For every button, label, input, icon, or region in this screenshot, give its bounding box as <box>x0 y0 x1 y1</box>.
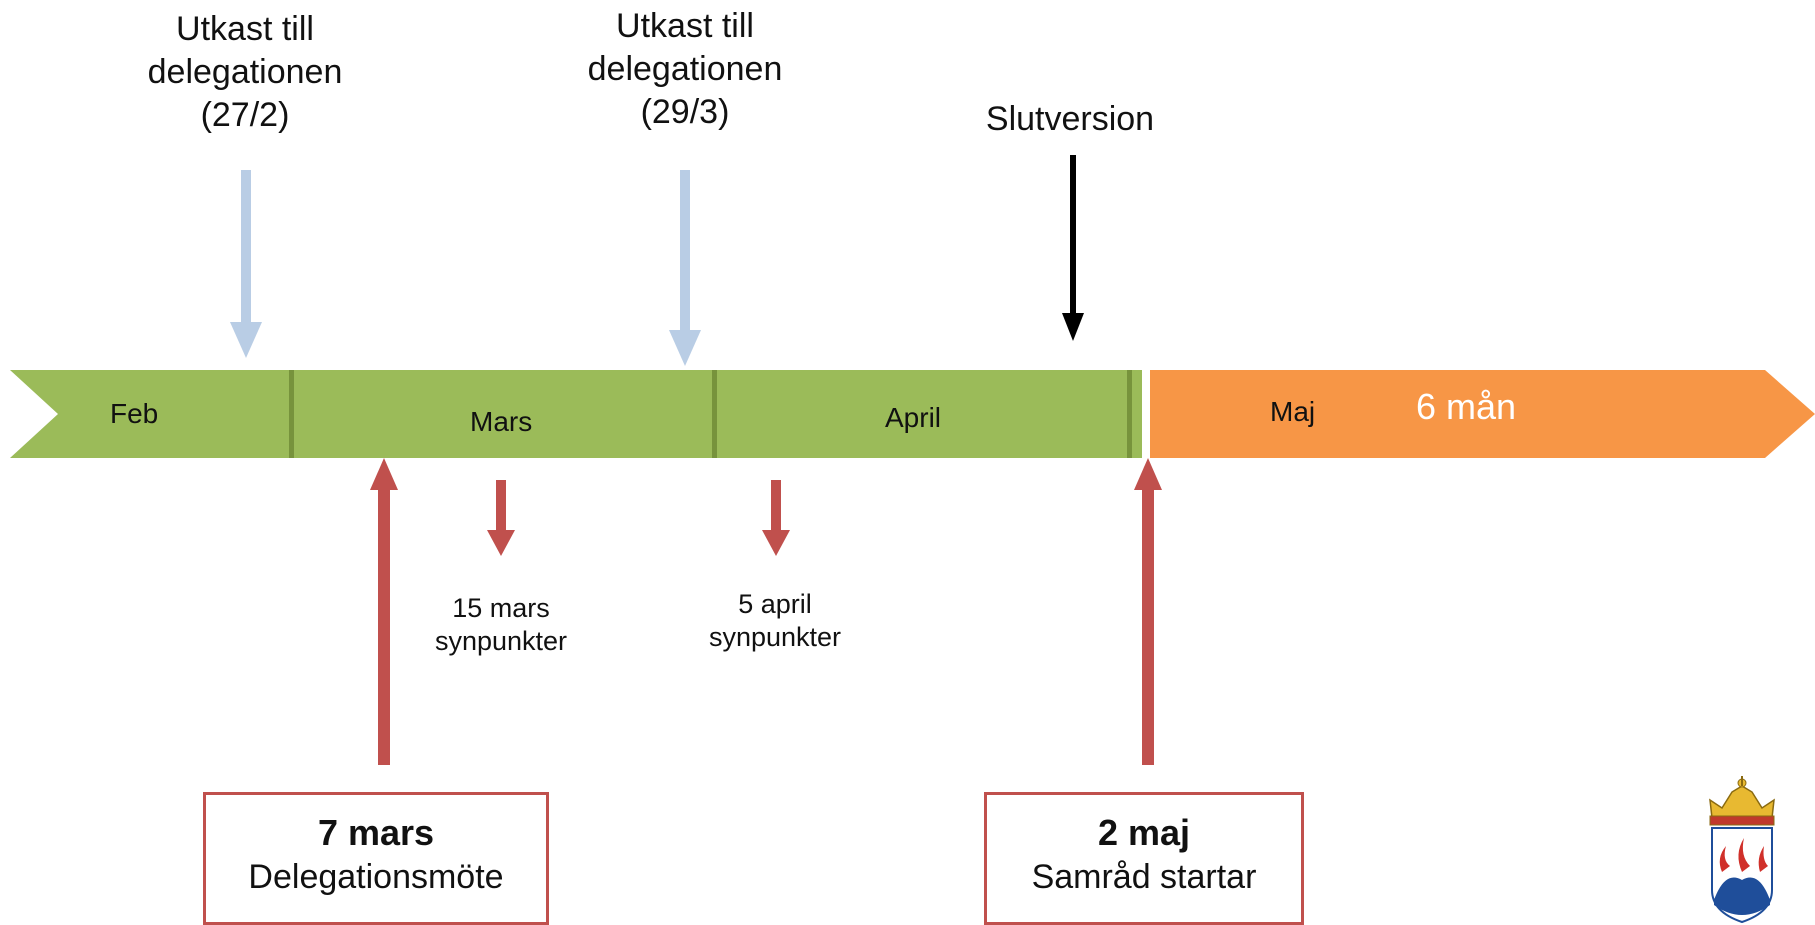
mars15-note: 15 mars synpunkter <box>391 592 611 658</box>
month-divider-mars-april <box>712 370 717 458</box>
april5-note: 5 april synpunkter <box>665 588 885 654</box>
final-label-text: Slutversion <box>985 100 1155 138</box>
timeline-orange-arrow <box>1150 370 1815 458</box>
mars15-note-line1: 15 mars <box>452 593 550 623</box>
final-label: Slutversion <box>920 98 1220 141</box>
month-divider-april-maj <box>1127 370 1132 458</box>
delegation-desc: Delegationsmöte <box>248 858 504 896</box>
draft1-label-line3: (27/2) <box>200 96 290 134</box>
final-arrow <box>1062 155 1084 341</box>
delegation-box: 7 mars Delegationsmöte <box>203 792 549 925</box>
mars15-down-arrow <box>487 480 515 556</box>
delegation-up-arrow <box>370 458 398 765</box>
month-divider-feb-mars <box>289 370 294 458</box>
mars15-note-line2: synpunkter <box>434 626 568 656</box>
month-mars: Mars <box>470 406 533 437</box>
draft2-label-line1: Utkast till <box>616 7 754 45</box>
april5-note-line1: 5 april <box>738 589 812 619</box>
month-april: April <box>885 402 942 433</box>
consultation-box: 2 maj Samråd startar <box>984 792 1304 925</box>
consultation-up-arrow <box>1134 458 1162 765</box>
consultation-date: 2 maj <box>1097 812 1191 853</box>
april5-down-arrow <box>762 480 790 556</box>
draft1-arrow <box>230 170 262 358</box>
draft1-label: Utkast till delegationen (27/2) <box>95 8 395 137</box>
timeline-green-band <box>10 370 1142 458</box>
delegation-date: 7 mars <box>317 812 435 853</box>
month-feb: Feb <box>110 398 159 429</box>
draft2-label: Utkast till delegationen (29/3) <box>535 5 835 134</box>
draft1-label-line2: delegationen <box>147 53 343 91</box>
month-maj: Maj <box>1270 396 1316 427</box>
timeline-gap <box>1142 370 1150 458</box>
duration-label: 6 mån <box>1416 386 1517 427</box>
draft2-label-line3: (29/3) <box>640 93 730 131</box>
coat-of-arms-emblem <box>1709 776 1775 924</box>
draft1-label-line1: Utkast till <box>176 10 314 48</box>
april5-note-line2: synpunkter <box>708 622 842 652</box>
draft2-arrow <box>669 170 701 366</box>
consultation-desc: Samråd startar <box>1031 858 1257 896</box>
draft2-label-line2: delegationen <box>587 50 783 88</box>
